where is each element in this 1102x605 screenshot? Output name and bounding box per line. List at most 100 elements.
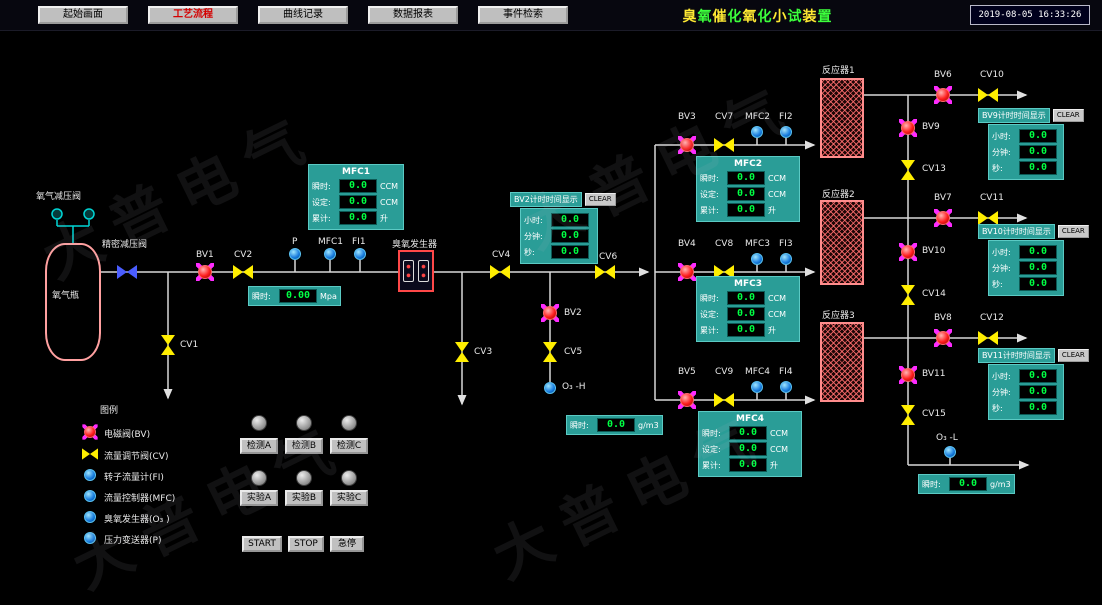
nav-process-flow-button[interactable]: 工艺流程 [148,6,238,24]
fi2-sensor-label: FI2 [779,112,793,122]
bv11-valve[interactable] [898,365,918,385]
reactor3-label: 反应器3 [822,311,855,321]
cv3-valve[interactable] [455,342,469,362]
bv8-valve[interactable] [933,328,953,348]
mfc3-instant-value: 0.0 [727,291,765,305]
mfc3-setpoint-value[interactable]: 0.0 [727,307,765,321]
detect-a-button[interactable]: 检测A [240,438,278,454]
precision-regulator-valve-icon[interactable] [117,265,137,279]
cv14-valve[interactable] [901,285,915,305]
estop-button[interactable]: 急停 [330,536,364,552]
cv15-valve[interactable] [901,405,915,425]
cylinder-regulator-icon [51,208,95,243]
cv13-valve[interactable] [901,160,915,180]
bv5-valve[interactable] [677,390,697,410]
mfc1-total-value: 0.0 [339,211,377,225]
fi4-sensor-label: FI4 [779,367,793,377]
bv8-label: BV8 [934,313,952,323]
nav-event-search-button[interactable]: 事件检索 [478,6,568,24]
cv1-valve[interactable] [161,335,175,355]
mfc2-panel-title: MFC2 [734,159,762,169]
experiment-a-button[interactable]: 实验A [240,490,278,506]
nav-curve-record-button[interactable]: 曲线记录 [258,6,348,24]
o3-high-sensor [544,382,556,394]
experiment-b-button[interactable]: 实验B [285,490,323,506]
detect-b-button[interactable]: 检测B [285,438,323,454]
bv7-valve[interactable] [933,208,953,228]
experiment-c-lamp [341,470,357,486]
detect-c-button[interactable]: 检测C [330,438,368,454]
bv10-valve[interactable] [898,242,918,262]
cv9-label: CV9 [715,367,734,377]
bv4-valve[interactable] [677,262,697,282]
experiment-c-button[interactable]: 实验C [330,490,368,506]
experiment-a-lamp [251,470,267,486]
o3-high-label: O₃ -H [562,382,586,392]
page-title: 臭氧催化氧化小试装置 [682,9,832,25]
bv2-label: BV2 [564,308,582,318]
cv9-valve[interactable] [714,393,734,407]
cv8-valve[interactable] [714,265,734,279]
cv2-label: CV2 [234,250,253,260]
oxygen-regulator-label: 氧气减压阀 [36,192,82,202]
bv2-valve[interactable] [540,303,560,323]
bv9-valve[interactable] [898,118,918,138]
mfc2-setpoint-value[interactable]: 0.0 [727,187,765,201]
bv2-timer-clear-button[interactable]: CLEAR [584,193,616,206]
bv1-valve[interactable] [195,262,215,282]
mfc4-total-value: 0.0 [729,458,767,472]
legend-item-label: 转子流量计(FI) [104,473,164,483]
cv1-label: CV1 [180,340,199,350]
fi1-sensor-label: FI1 [352,237,366,247]
bv5-label: BV5 [678,367,696,377]
stop-button[interactable]: STOP [288,536,324,552]
reactor2-label: 反应器2 [822,190,855,200]
bv1-label: BV1 [196,250,214,260]
mfc1-setpoint-value[interactable]: 0.0 [339,195,377,209]
mfc1-sensor [324,248,336,260]
ozone-generator-label: 臭氧发生器 [392,240,438,250]
start-button[interactable]: START [242,536,282,552]
detect-a-lamp [251,415,267,431]
mfc4-instant-value: 0.0 [729,426,767,440]
o3-low-label: O₃ -L [936,433,958,443]
fi-legend-icon [84,469,96,481]
bv7-label: BV7 [934,193,952,203]
cv13-label: CV13 [922,164,946,174]
cv5-valve[interactable] [543,342,557,362]
cv4-valve[interactable] [490,265,510,279]
cv11-valve[interactable] [978,211,998,225]
mfc4-panel-title: MFC4 [736,414,764,424]
bv10-timer-hours: 0.0 [1019,245,1057,259]
bv10-label: BV10 [922,246,946,256]
nav-home-button[interactable]: 起始画面 [38,6,128,24]
bv6-valve[interactable] [933,85,953,105]
bv10-timer-title: BV10计时时间显示 [978,224,1055,239]
mfc2-total-value: 0.0 [727,203,765,217]
cv2-valve[interactable] [233,265,253,279]
bv10-timer-clear-button[interactable]: CLEAR [1057,225,1089,238]
pressure-display-unit: Mpa [320,291,337,301]
cv12-valve[interactable] [978,331,998,345]
cv7-valve[interactable] [714,138,734,152]
pressure-display: 瞬时: 0.00 Mpa [248,286,341,306]
cv5-label: CV5 [564,347,583,357]
pressure-display-value: 0.00 [279,289,317,303]
bv6-label: BV6 [934,70,952,80]
bv3-valve[interactable] [677,135,697,155]
cv10-valve[interactable] [978,88,998,102]
mfc4-setpoint-value[interactable]: 0.0 [729,442,767,456]
bv9-timer-clear-button[interactable]: CLEAR [1052,109,1084,122]
bv10-timer-panel: 小时:0.0 分钟:0.0 秒:0.0 [988,240,1064,296]
bv9-timer-panel: 小时:0.0 分钟:0.0 秒:0.0 [988,124,1064,180]
cv6-valve[interactable] [595,265,615,279]
bv9-timer-title: BV9计时时间显示 [978,108,1050,123]
cv8-label: CV8 [715,239,734,249]
detect-b-lamp [296,415,312,431]
nav-data-report-button[interactable]: 数据报表 [368,6,458,24]
fi4-sensor [780,381,792,393]
bv10-timer-header: BV10计时时间显示 CLEAR [978,224,1089,239]
bv11-timer-clear-button[interactable]: CLEAR [1057,349,1089,362]
